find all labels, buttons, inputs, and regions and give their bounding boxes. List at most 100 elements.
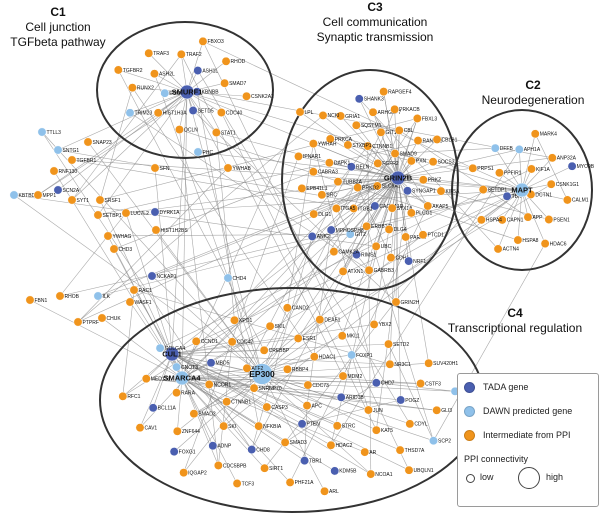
gene-node: HSPA8 bbox=[513, 235, 539, 245]
ppi-edge bbox=[118, 69, 188, 93]
gene-node-label: THSD7A bbox=[405, 448, 425, 454]
gene-node-circle bbox=[390, 170, 406, 186]
gene-node-label: RHOB bbox=[65, 294, 80, 300]
gene-node-circle bbox=[222, 397, 232, 407]
gene-node: ANP32A bbox=[547, 153, 577, 163]
gene-node: CDC42 bbox=[227, 337, 253, 347]
gene-node: GRIN2B bbox=[384, 170, 413, 186]
cluster-ring-c1 bbox=[96, 21, 274, 159]
gene-node-label: CHD7 bbox=[381, 381, 395, 387]
gene-node-label: LUC7L2 bbox=[131, 211, 150, 217]
gene-node-circle bbox=[370, 201, 380, 211]
ppi-edge bbox=[171, 343, 389, 355]
gene-node-label: PXN bbox=[416, 159, 427, 165]
ppi-edge bbox=[173, 373, 263, 452]
cluster-ring-c2 bbox=[451, 109, 593, 271]
ppi-edge bbox=[37, 91, 188, 196]
gene-node-label: PRKD2 bbox=[362, 185, 379, 191]
gene-node: AR bbox=[360, 447, 377, 457]
gene-node-circle bbox=[412, 114, 422, 123]
gene-node-label: CAMK2A bbox=[338, 249, 359, 255]
gene-node-label: SMARCA4 bbox=[163, 374, 201, 383]
gene-node: TUBB2A bbox=[333, 177, 363, 187]
ppi-edge bbox=[472, 167, 523, 191]
gene-node-circle bbox=[220, 78, 230, 88]
gene-node-label: NFKBIA bbox=[263, 424, 282, 430]
gene-node: CAND2 bbox=[282, 303, 309, 313]
gene-node-circle bbox=[169, 447, 179, 457]
gene-node-label: SCN2A bbox=[63, 188, 80, 194]
gene-node-circle bbox=[416, 379, 426, 388]
gene-node: ANK2 bbox=[307, 231, 330, 241]
legend-item-intermediate: Intermediate from PPI bbox=[464, 428, 571, 442]
ppi-edge bbox=[313, 171, 399, 179]
ppi-edge bbox=[223, 189, 523, 427]
gene-node-label: CAV1 bbox=[145, 425, 158, 431]
gene-node-circle bbox=[125, 297, 135, 307]
ppi-edge bbox=[397, 177, 523, 191]
gene-node-circle bbox=[247, 445, 257, 455]
gene-node-label: PHF21A bbox=[295, 480, 315, 486]
ppi-edge bbox=[186, 91, 523, 191]
gene-node: TBR1 bbox=[300, 456, 322, 466]
gene-node: MDM2 bbox=[338, 371, 362, 381]
gene-node-label: CASP3 bbox=[271, 405, 288, 411]
gene-node-circle bbox=[343, 140, 353, 150]
ppi-edge bbox=[216, 132, 549, 220]
gene-node: DAPK1 bbox=[324, 158, 350, 168]
gene-node-circle bbox=[351, 120, 361, 130]
gene-node-label: CREBBP bbox=[269, 348, 290, 354]
gene-node: RBBP4 bbox=[282, 364, 309, 374]
gene-node: MAPT bbox=[511, 182, 533, 198]
gene-node: ESR1 bbox=[293, 333, 316, 343]
ppi-edge bbox=[336, 177, 399, 209]
gene-node-circle bbox=[352, 250, 361, 260]
legend-high-label: high bbox=[546, 472, 564, 482]
gene-node-circle bbox=[418, 230, 428, 240]
gene-node-label: AKAP5 bbox=[432, 204, 448, 210]
gene-node: XPO1 bbox=[230, 315, 253, 325]
gene-node-circle bbox=[384, 224, 394, 234]
gene-node: FOXP1 bbox=[347, 350, 373, 360]
gene-node-label: TBR1 bbox=[309, 458, 322, 464]
gene-node-circle bbox=[337, 331, 347, 341]
gene-node-label: CHD3 bbox=[119, 247, 133, 253]
gene-node-circle bbox=[386, 253, 396, 263]
ppi-edge bbox=[171, 177, 399, 355]
gene-node-label: KAT5 bbox=[381, 428, 393, 434]
ppi-edge bbox=[132, 87, 315, 357]
gene-node: ASH2L bbox=[150, 69, 175, 79]
gene-node-circle bbox=[318, 110, 328, 120]
gene-node-label: CSTF3 bbox=[425, 381, 441, 387]
ppi-edge bbox=[495, 147, 523, 191]
gene-node: FGFR2 bbox=[373, 158, 399, 168]
gene-node-label: CBLB1 bbox=[442, 137, 458, 143]
gene-node-label: DFFB bbox=[500, 146, 514, 152]
gene-node-circle bbox=[364, 265, 374, 275]
gene-node: GIT2 bbox=[345, 229, 366, 239]
gene-node-circle bbox=[191, 336, 201, 346]
gene-node-circle bbox=[150, 207, 160, 217]
gene-node-circle bbox=[67, 195, 77, 205]
ppi-edge bbox=[289, 205, 429, 483]
gene-node-label: ATF2 bbox=[251, 366, 263, 372]
gene-node-circle bbox=[297, 183, 307, 193]
gene-node-circle bbox=[127, 83, 137, 93]
gene-node-circle bbox=[325, 134, 335, 144]
ppi-edge bbox=[177, 377, 183, 432]
gene-node: NCKAP1 bbox=[147, 271, 177, 281]
gene-node-label: PTEN bbox=[307, 422, 321, 428]
gene-node: ATF2 bbox=[242, 363, 264, 373]
gene-node-circle bbox=[148, 403, 158, 413]
cluster-label-line: Cell junction bbox=[25, 20, 91, 34]
gene-node: PPFIR1 bbox=[495, 168, 522, 178]
gene-node: SETBP1 bbox=[93, 210, 122, 220]
gene-node-circle bbox=[413, 136, 423, 146]
gene-node-circle bbox=[333, 177, 343, 187]
ppi-edge bbox=[37, 91, 198, 196]
gene-node-label: OCLN bbox=[184, 127, 198, 133]
gene-node: APP bbox=[523, 212, 543, 222]
ppi-edge bbox=[122, 289, 135, 397]
gene-node-label: RHOD bbox=[231, 59, 246, 65]
gene-node-circle bbox=[179, 468, 189, 478]
